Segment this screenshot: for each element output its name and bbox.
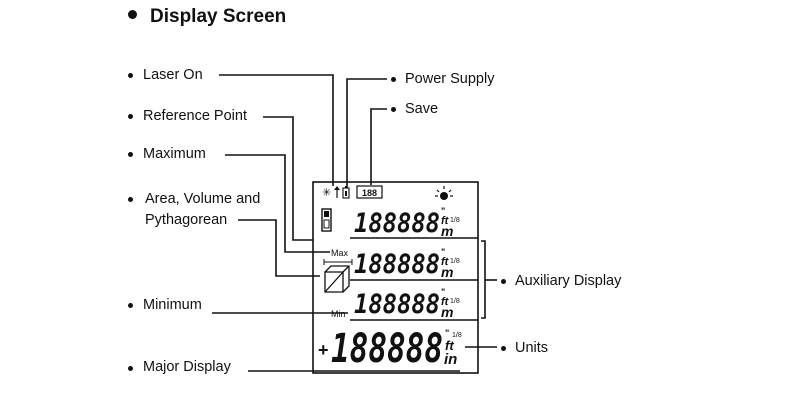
bullet-auxiliary-display	[501, 279, 506, 284]
aux-row2-fraction: 1/8	[450, 258, 460, 265]
aux-row2-unit-m: m	[441, 264, 453, 280]
bullet-save	[391, 107, 396, 112]
aux-row2-unit-ft: ft	[441, 256, 450, 268]
bullet-maximum	[128, 152, 133, 157]
laser-star-icon: ✳	[322, 187, 331, 199]
leader-area-volume	[238, 219, 320, 277]
aux-row3-digits: 188888	[354, 289, 440, 320]
major-unit-ft: ft	[445, 338, 454, 353]
aux-row1-unit-m: m	[441, 223, 453, 239]
aux-row3-unit-ft: ft	[441, 296, 450, 308]
aux-row3-unit-m: m	[441, 304, 453, 320]
title-bullet	[128, 10, 137, 20]
leader-save	[370, 108, 387, 185]
aux-row2-digits: 188888	[354, 249, 440, 280]
lcd-frame	[312, 181, 479, 374]
lcd-status-icons: ✳ 188	[322, 185, 453, 200]
aux-row1-digits: 188888	[354, 208, 440, 239]
label-maximum: Maximum	[143, 146, 206, 162]
backlight-bulb-icon	[440, 192, 448, 200]
major-sign: +	[318, 340, 329, 360]
label-major-display: Major Display	[143, 359, 231, 375]
bullet-major-display	[128, 366, 133, 371]
label-auxiliary-display: Auxiliary Display	[515, 273, 622, 289]
leader-reference-point	[263, 116, 313, 241]
label-minimum: Minimum	[143, 297, 202, 313]
bullet-minimum	[128, 303, 133, 308]
bullet-laser-on	[128, 73, 133, 78]
label-area-volume-line2: Pythagorean	[145, 212, 228, 228]
major-unit-in: in	[444, 351, 457, 368]
label-area-volume-line1: Area, Volume and	[145, 191, 261, 207]
bullet-reference-point	[128, 114, 133, 119]
aux-row1-fraction: 1/8	[450, 217, 460, 224]
area-volume-icon	[324, 265, 350, 293]
auxiliary-bracket	[481, 240, 486, 319]
reference-point-icon	[321, 208, 332, 232]
min-indicator: Min	[331, 309, 346, 319]
aux-row3-fraction: 1/8	[450, 298, 460, 305]
label-laser-on: Laser On	[143, 67, 203, 83]
label-power-supply: Power Supply	[405, 71, 495, 87]
aux-row2-inch-mark: "	[441, 247, 445, 257]
label-units: Units	[515, 340, 549, 356]
memory-save-icon	[356, 185, 383, 199]
bullet-units	[501, 346, 506, 351]
leader-maximum	[225, 154, 330, 253]
leader-laser-on	[219, 74, 334, 186]
max-indicator: Max	[331, 248, 349, 258]
aux-row1-unit-ft: ft	[441, 215, 450, 227]
leader-power-supply	[346, 78, 387, 188]
major-fraction: 1/8	[452, 332, 462, 339]
diagram-title: Display Screen	[128, 6, 286, 28]
title-text: Display Screen	[150, 6, 287, 27]
memory-label: 188	[362, 188, 377, 198]
aux-row3-inch-mark: "	[441, 287, 445, 297]
bullet-power-supply	[391, 77, 396, 82]
label-reference-point: Reference Point	[143, 108, 247, 124]
bullet-area-volume	[128, 197, 133, 202]
aux-row1-inch-mark: "	[441, 206, 445, 216]
major-digits: 188888	[331, 326, 443, 372]
major-inch-mark: "	[445, 328, 449, 338]
label-save: Save	[405, 101, 439, 117]
